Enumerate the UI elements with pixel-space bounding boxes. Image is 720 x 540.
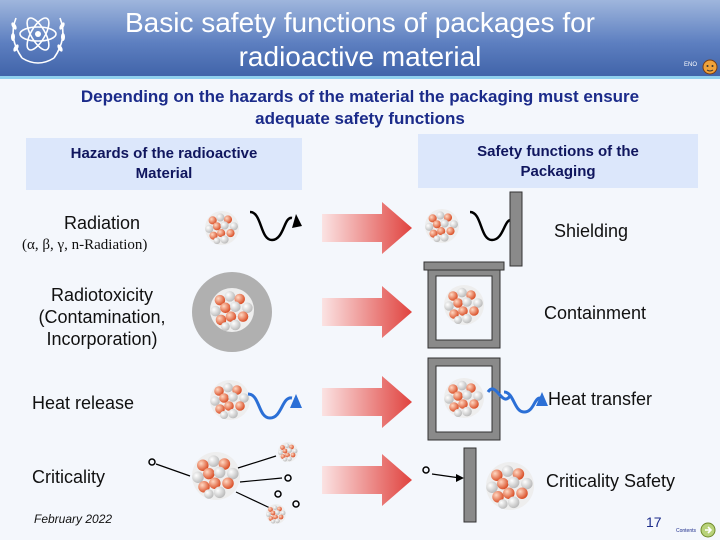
radiation-wave-left-head (292, 214, 302, 228)
label-criticality-safety: Criticality Safety (546, 471, 676, 491)
hazards-column-header: Hazards of the radioactive Material (26, 138, 302, 190)
heat-transfer-wave-head (536, 392, 548, 406)
arrow-heat (322, 376, 412, 428)
fission-fragment-1 (278, 442, 298, 462)
safety-header-line-2: Packaging (520, 163, 596, 180)
neutron-path-safety-head (456, 474, 464, 482)
heat-wave-left-head (290, 394, 302, 408)
nucleus-radiation-right (425, 209, 459, 243)
neutron-incoming (148, 458, 156, 466)
fission-path-3 (235, 491, 271, 509)
safety-header-line-1: Safety functions of the (477, 143, 639, 160)
neutron-out-3 (292, 500, 300, 508)
fission-fragment-2 (266, 504, 286, 524)
absorber-wall (463, 447, 477, 523)
atom-laurel-logo-icon (11, 17, 65, 64)
hazards-header-line-2: Material (135, 165, 193, 182)
fission-path-2 (239, 477, 283, 483)
label-heat-release: Heat release (32, 393, 135, 413)
nucleus-radiotoxicity-left (210, 288, 254, 332)
arrow-criticality (322, 454, 412, 506)
header-divider (0, 76, 720, 79)
contents-arrow-icon[interactable] (700, 522, 716, 538)
containment-lid (423, 261, 505, 271)
radiotoxicity-line-2: (Contamination, (38, 307, 166, 327)
radiotoxicity-line-3: Incorporation) (46, 329, 158, 349)
mascot-face-icon (702, 59, 718, 75)
neutron-path-safety (431, 473, 461, 479)
shielding-wall (509, 191, 523, 267)
neutron-safety (422, 466, 430, 474)
footer-date: February 2022 (34, 512, 113, 526)
subtitle: Depending on the hazards of the material… (10, 86, 710, 130)
heat-wave-left (247, 392, 293, 420)
small-tag: ENO (684, 62, 698, 68)
shielding-wave (469, 210, 513, 242)
header-bar (0, 0, 720, 78)
subtitle-line-1: Depending on the hazards of the material… (80, 87, 640, 106)
neutron-out-2 (274, 490, 282, 498)
title-line-1: Basic safety functions of packages for (124, 7, 596, 38)
label-heat-transfer: Heat transfer (548, 389, 653, 409)
hazards-header-line-1: Hazards of the radioactive (70, 145, 258, 162)
nucleus-radiation-left (205, 211, 239, 245)
subtitle-line-2: adequate safety functions (255, 109, 465, 128)
arrow-radiation (322, 202, 412, 254)
safety-column-header: Safety functions of the Packaging (418, 134, 698, 188)
title-line-2: radioactive material (238, 41, 482, 72)
contents-link[interactable]: Contents (676, 528, 697, 534)
nucleus-containment (444, 285, 484, 325)
page-number: 17 (646, 514, 662, 530)
nucleus-heat-right (444, 378, 484, 418)
arrow-containment (322, 286, 412, 338)
label-radiation: Radiation (64, 213, 141, 233)
neutron-out-1 (284, 474, 292, 482)
heat-transfer-wave-outer (503, 390, 541, 414)
page-title: Basic safety functions of packages for r… (80, 6, 640, 74)
radiotoxicity-line-1: Radiotoxicity (50, 285, 154, 305)
label-radiotoxicity: Radiotoxicity (Contamination, Incorporat… (22, 284, 182, 350)
label-shielding: Shielding (554, 221, 629, 241)
nucleus-safety (486, 462, 534, 510)
containment-vessel (427, 267, 501, 349)
heat-transfer-wave-inner (486, 387, 512, 401)
label-criticality: Criticality (32, 467, 106, 487)
neutron-path-incoming (155, 463, 191, 477)
label-radiation-types: (α, β, γ, n-Radiation) (22, 237, 148, 253)
nucleus-heat-left (210, 380, 250, 420)
label-containment: Containment (544, 303, 647, 323)
heat-vessel (427, 357, 501, 441)
nucleus-fission (192, 452, 240, 500)
fission-path-1 (237, 455, 277, 469)
radiation-wave-left (249, 210, 293, 242)
